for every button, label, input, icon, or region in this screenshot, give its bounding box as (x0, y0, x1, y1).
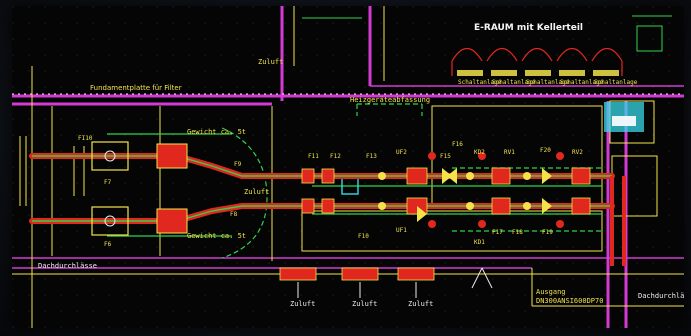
heating-label: Heizgeräteabfassung (350, 96, 430, 104)
filter-label: F17 (492, 229, 503, 236)
weight-top-label: Gewicht ca. 5t (187, 128, 246, 136)
component-label: KD1 (474, 239, 485, 246)
heating-zone (221, 103, 602, 259)
output-code: DN300ANSI600DP70 (536, 297, 603, 305)
room-title: E-RAUM mit Kellerteil (474, 23, 583, 33)
cabinet-label: Schaltanlage (594, 79, 638, 86)
filter-label: F13 (366, 153, 377, 160)
filter-label: F11 (308, 153, 319, 160)
component-label: RV1 (504, 149, 515, 156)
supply-air-mid-label: Zuluft (244, 188, 269, 196)
filter-label: FI10 (78, 135, 93, 142)
supply-air-top-label: Zuluft (258, 58, 283, 66)
filter-label: F6 (104, 241, 112, 248)
bottom-supply-air-label: Zuluft (290, 300, 315, 308)
valves (301, 167, 591, 215)
component-label: KD2 (474, 149, 485, 156)
filter-label: F7 (104, 179, 112, 186)
foundation-label: Fundamentplatte für Filter (90, 84, 182, 92)
cabinet-label: Schaltanlage (560, 79, 604, 86)
bottom-supply-air-label: Zuluft (352, 300, 377, 308)
component-label: UF1 (396, 227, 407, 234)
cabinet-label: Schaltanlage (526, 79, 570, 86)
filter-label: F20 (540, 147, 551, 154)
cabinet-label: Schaltanlage (492, 79, 536, 86)
supply-air-units (279, 267, 435, 281)
component-label: RV2 (572, 149, 583, 156)
filter-label: F18 (512, 229, 523, 236)
cabinet-label: Schaltanlage (458, 79, 502, 86)
weight-bottom-label: Gewicht ca. 5t (187, 232, 246, 240)
cad-schematic: E-RAUM mit Kellerteil Fundamentplatte fü… (12, 6, 684, 328)
cad-drawing-sheet: E-RAUM mit Kellerteil Fundamentplatte fü… (12, 6, 684, 328)
filter-label: F15 (440, 153, 451, 160)
roof-vent-right-label: Dachdurchlässe (638, 292, 684, 300)
switchgear-cabinets (451, 47, 623, 76)
filter-label: F19 (542, 229, 553, 236)
filter-units-left (91, 141, 188, 236)
cyan-equipment (341, 102, 644, 195)
filter-label: F8 (230, 211, 238, 218)
bottom-supply-air-label: Zuluft (408, 300, 433, 308)
filter-label: F9 (234, 161, 242, 168)
roof-vent-left-label: Dachdurchlässe (38, 262, 97, 270)
filter-label: F16 (452, 141, 463, 148)
output-label: Ausgang (536, 288, 566, 296)
filter-label: F10 (358, 233, 369, 240)
filter-label: F12 (330, 153, 341, 160)
component-label: UF2 (396, 149, 407, 156)
